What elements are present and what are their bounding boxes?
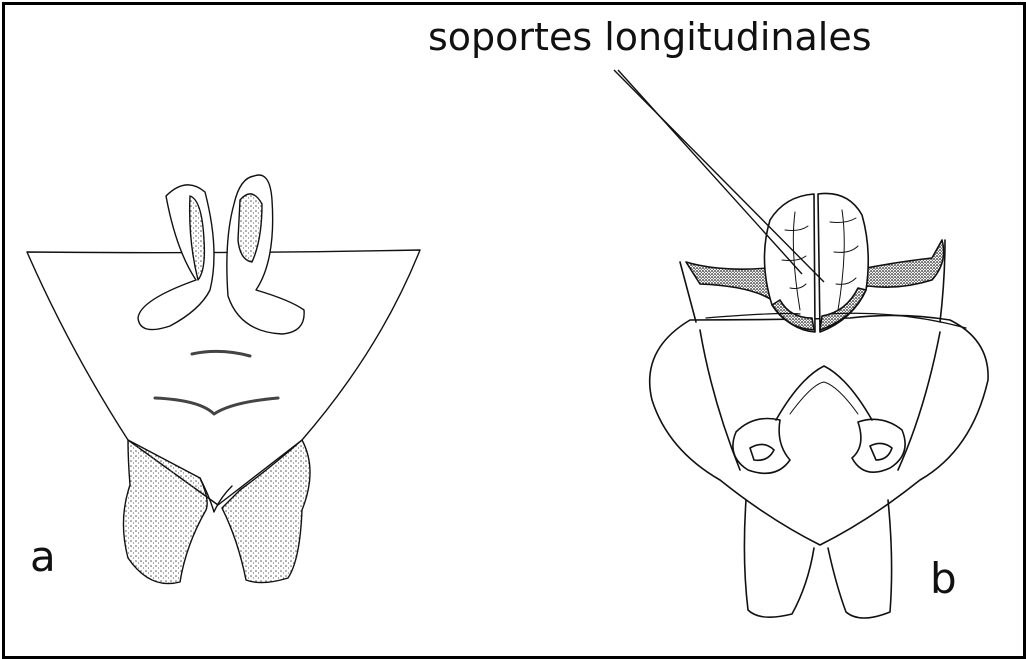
panel-a-plate	[27, 250, 420, 505]
panel-a-mark-upper	[192, 351, 250, 356]
leader-line-right	[614, 70, 824, 282]
panel-a-left-lobe	[123, 440, 207, 584]
panel-b-right-ring	[852, 419, 905, 472]
panel-b-left-arm	[686, 262, 777, 300]
panel-b-label: b	[930, 558, 957, 600]
panel-a-mark-lower	[155, 398, 278, 414]
panel-b-left-ring	[733, 419, 790, 474]
leader-line-left	[618, 70, 802, 274]
panel-b-left-prong	[744, 500, 814, 617]
annotation-label: soportes longitudinales	[428, 18, 872, 56]
panel-a-right-lobe	[222, 440, 310, 583]
panel-a-drawing	[27, 175, 420, 584]
panel-a-label: a	[30, 536, 56, 578]
panel-b-right-prong	[828, 500, 892, 618]
panel-a-right-paramere	[227, 175, 304, 334]
annotation-leader-lines	[614, 70, 824, 282]
panel-b-arch	[776, 366, 872, 420]
panel-b-body	[650, 315, 988, 545]
panel-a-left-paramere	[138, 185, 214, 330]
